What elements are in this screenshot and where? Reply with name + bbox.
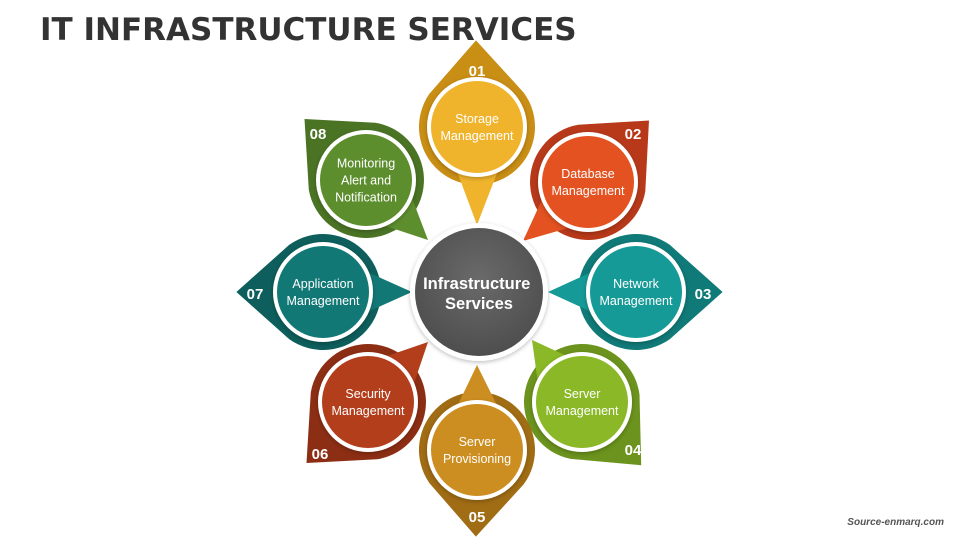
petal-label-line: Database (561, 167, 615, 181)
petal-pointer-05 (455, 365, 500, 411)
petal-pointer-08 (378, 192, 428, 240)
source-credit: Source-enmarq.com (847, 517, 944, 528)
petal-circle-01 (431, 81, 523, 173)
petal-circle-04 (536, 356, 628, 448)
center-label-line-2: Services (445, 295, 513, 313)
petal-label-line: Management (441, 129, 514, 143)
petal-number-01: 01 (469, 63, 486, 80)
petal-label-line: Alert and (341, 174, 391, 188)
petal-pointer-01 (455, 166, 500, 225)
petal-circle-08 (320, 134, 412, 226)
petal-label-line: Server (564, 387, 601, 401)
petal-circle-06 (322, 356, 414, 448)
petal-label-line: Network (613, 277, 660, 291)
petal-number-05: 05 (469, 509, 486, 526)
petal-number-04: 04 (625, 442, 642, 459)
petal-label-line: Server (459, 435, 496, 449)
petal-number-06: 06 (312, 446, 329, 463)
petal-pointer-06 (380, 342, 428, 390)
center-circle (415, 228, 543, 356)
petal-label-line: Provisioning (443, 452, 511, 466)
petal-circle-03 (590, 246, 682, 338)
petal-label-line: Management (552, 184, 625, 198)
petal-number-02: 02 (625, 126, 642, 143)
petal-pointer-02 (523, 194, 576, 241)
petal-pointer-03 (548, 270, 596, 314)
petal-label-line: Application (292, 277, 353, 291)
petal-label-line: Management (546, 404, 619, 418)
petal-label-line: Management (332, 404, 405, 418)
petal-circle-07 (277, 246, 369, 338)
petal-circle-02 (542, 136, 634, 228)
petal-label-line: Storage (455, 112, 499, 126)
petal-pointer-07 (363, 270, 412, 314)
center-hub: Infrastructure Services (410, 223, 548, 361)
petal-number-08: 08 (310, 126, 327, 143)
petal-label-line: Security (345, 387, 391, 401)
petal-label-line: Notification (335, 191, 397, 205)
petal-label-line: Management (600, 294, 673, 308)
petal-label-line: Management (287, 294, 360, 308)
petal-label-line: Monitoring (337, 157, 395, 171)
slide-title: IT INFRASTRUCTURE SERVICES (40, 12, 577, 48)
petal-circle-05 (431, 404, 523, 496)
petal-number-07: 07 (247, 286, 264, 303)
center-label: Infrastructure Services (423, 275, 535, 313)
petal-number-03: 03 (695, 286, 712, 303)
center-label-line-1: Infrastructure (423, 275, 530, 293)
